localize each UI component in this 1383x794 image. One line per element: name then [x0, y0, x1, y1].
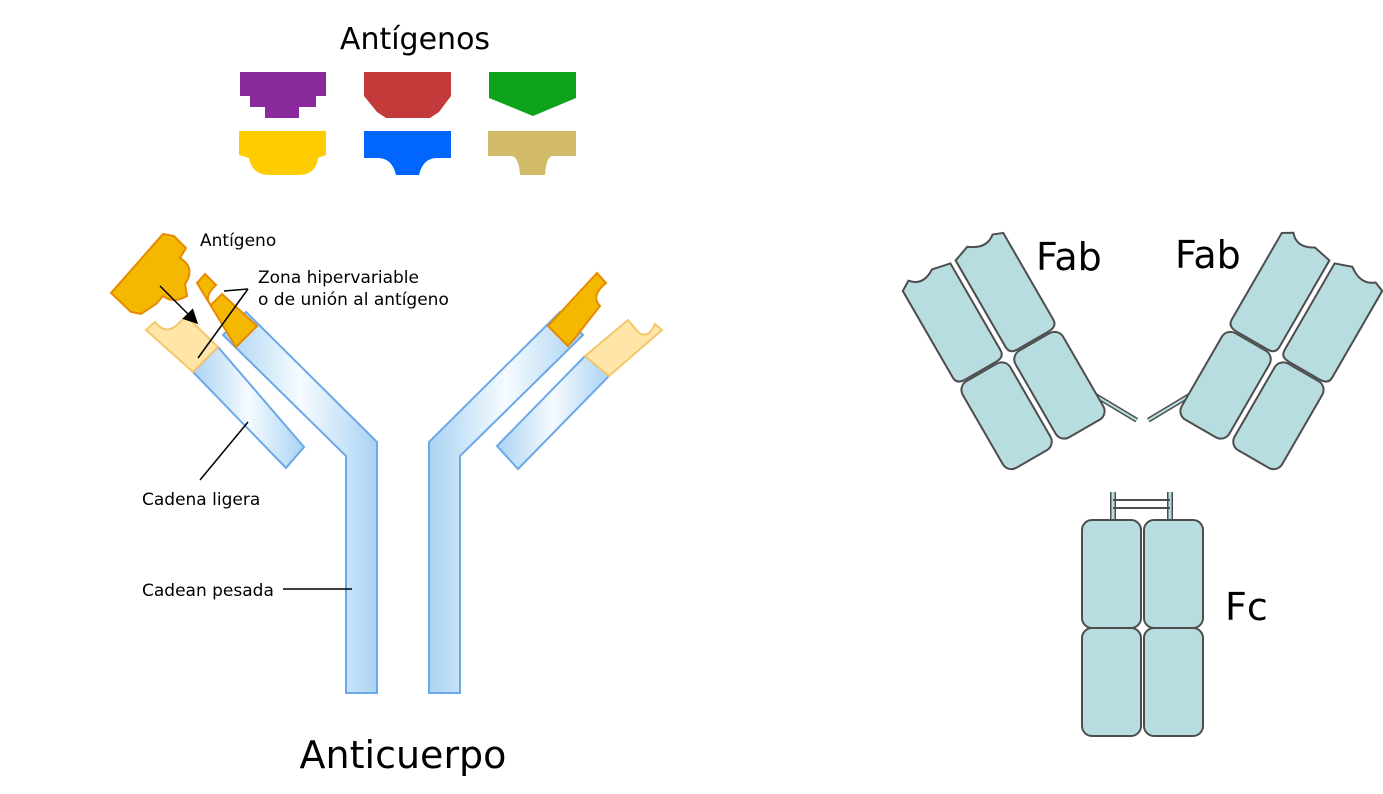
fc-domain — [1143, 627, 1204, 737]
hypervariable-label-line2: o de unión al antígeno — [258, 290, 449, 310]
rounded-antigen-icon — [239, 131, 326, 175]
notched-antigen-icon — [364, 131, 451, 175]
hypervariable-region-left — [195, 272, 259, 349]
fab-variable-domain — [901, 262, 1003, 383]
fab-right — [1146, 231, 1383, 471]
fab-domain — [1013, 330, 1106, 440]
variable-region-light-right — [583, 318, 664, 378]
hypervariable-pointer-2 — [197, 288, 249, 359]
bound-antigen-icon — [109, 232, 191, 316]
variable-region-light-left — [144, 314, 220, 374]
fc-domain — [1143, 519, 1204, 629]
chamfered-antigen-icon — [364, 72, 451, 118]
stepped-antigen-icon — [240, 72, 326, 118]
fab-left-label: Fab — [1036, 235, 1102, 279]
fc-domain — [1081, 519, 1142, 629]
antigens-title: Antígenos — [340, 22, 490, 57]
light-chain-label: Cadena ligera — [142, 490, 260, 510]
fab-variable-domain — [954, 231, 1056, 353]
heavy-chain-label: Cadean pesada — [142, 581, 274, 601]
fab-domain — [960, 361, 1053, 471]
antibody-title: Anticuerpo — [300, 733, 507, 777]
fc-domain — [1081, 627, 1142, 737]
fab-domain — [1179, 330, 1272, 440]
antibody-structure: Fab Fab Fc — [901, 231, 1383, 737]
antigens-panel: Antígenos — [239, 22, 576, 175]
heavy-chain-right — [428, 310, 585, 694]
hypervariable-region-right — [546, 271, 608, 348]
fab-domain — [1232, 361, 1325, 471]
antigen-arrow — [159, 285, 199, 325]
antigen-label: Antígeno — [200, 231, 276, 251]
fab-variable-domain — [1282, 262, 1383, 383]
light-chain-pointer — [199, 421, 249, 481]
fc-label: Fc — [1225, 585, 1268, 629]
fab-right-label: Fab — [1175, 233, 1241, 277]
heavy-chain-left — [221, 310, 378, 694]
hypervariable-label-line1: Zona hipervariable — [258, 268, 419, 288]
antibody: Antígeno Zona hipervariable o de unión a… — [109, 231, 664, 777]
fc-region — [1081, 492, 1204, 737]
hypervariable-pointer-1 — [223, 288, 249, 292]
pointed-antigen-icon — [489, 72, 576, 116]
fab-variable-domain — [1229, 231, 1331, 353]
curved-notch-antigen-icon — [488, 131, 576, 175]
fab-left — [901, 231, 1139, 471]
